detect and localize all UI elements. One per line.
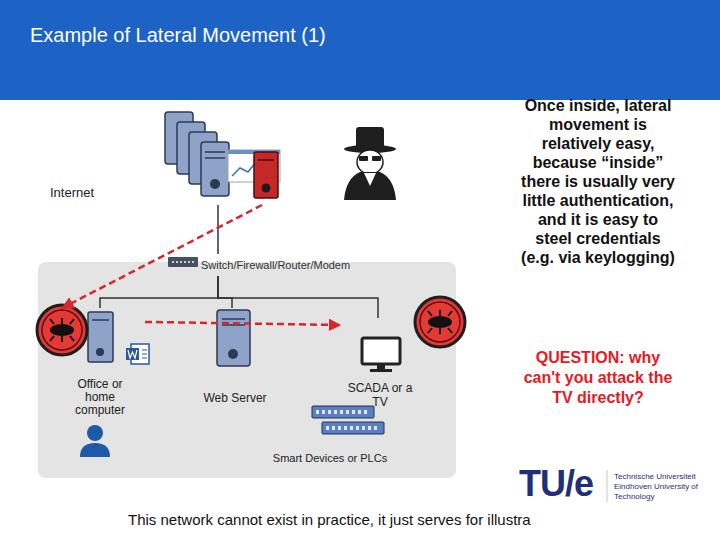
malware-ring (420, 302, 460, 342)
internal-network-area (38, 262, 456, 478)
server-slot (205, 157, 225, 159)
word-badge (126, 348, 139, 360)
scada-tv: SCADA or a TV (340, 318, 420, 410)
collar (364, 173, 376, 186)
node-label: Internet (50, 185, 94, 200)
node-label: Office or home computer (65, 378, 135, 417)
document-line (142, 358, 147, 359)
web-server-icon (217, 310, 250, 366)
internet-zone: Internet (45, 105, 405, 205)
coat (344, 172, 396, 200)
bug-legs (50, 318, 74, 342)
malware-badge (37, 305, 87, 355)
server-slot (222, 324, 245, 326)
plc-devices: Smart Devices or PLCs (260, 402, 400, 468)
face (357, 150, 383, 174)
explanation-note: Once inside, lateral movement is relativ… (520, 96, 676, 267)
server-tower (217, 310, 250, 366)
node-label: SCADA or a TV (345, 381, 415, 409)
server-slot (222, 318, 245, 320)
plc-icons (312, 406, 384, 434)
logo-university-name: Technische Universiteit Eindhoven Univer… (614, 472, 714, 502)
document-line (142, 350, 147, 351)
tower-button (96, 348, 104, 356)
monitor-screen (362, 338, 400, 364)
plc-rack (322, 422, 384, 434)
network-cable (100, 276, 218, 308)
office-computer: Office or home computer (55, 308, 145, 458)
user-body (80, 443, 110, 457)
footer-caption: This network cannot exist in practice, i… (128, 511, 531, 528)
logo-wordmark: TU/e (519, 464, 593, 504)
attack-path-arrow (62, 205, 262, 308)
word-mark (128, 350, 137, 358)
network-switch: Switch/Firewall/Router/Modem (165, 254, 360, 276)
user-head (87, 425, 103, 441)
node-label: Smart Devices or PLCs (260, 452, 400, 464)
red-server (254, 152, 278, 198)
tower-slot (92, 319, 109, 321)
slide-title: Example of Lateral Movement (1) (30, 24, 326, 47)
plc-modules (316, 410, 370, 414)
malware-badge (415, 297, 465, 347)
network-cable (218, 276, 232, 308)
server-stack (165, 112, 229, 196)
bug-body (428, 316, 452, 328)
monitor-base (370, 369, 392, 372)
switch-body (168, 257, 198, 267)
node-label: Web Server (195, 391, 275, 405)
server-button (210, 179, 220, 189)
user-icon (80, 425, 110, 457)
attack-path-arrow (145, 322, 340, 325)
office-computer-icon (88, 312, 149, 364)
bug-legs (428, 310, 452, 334)
malware-circle (37, 305, 87, 355)
server-slot (205, 151, 225, 153)
document-line (142, 354, 147, 355)
plc-rack (312, 406, 374, 418)
computer-tower (88, 312, 113, 362)
server-icon (201, 142, 229, 196)
switch-icon (168, 257, 198, 267)
tv-monitor-icon (362, 338, 400, 372)
switch-ports (172, 261, 194, 263)
node-label: Switch/Firewall/Router/Modem (201, 259, 350, 271)
plc-modules (326, 426, 380, 430)
malware-circle (415, 297, 465, 347)
glasses (372, 156, 381, 161)
bug-body (50, 324, 74, 336)
malware-ring (42, 310, 82, 350)
network-cable (217, 205, 219, 254)
question-note: QUESTION: why can't you attack the TV di… (520, 348, 676, 408)
logo-divider (607, 470, 608, 502)
glasses (359, 156, 368, 161)
server-slot (258, 159, 274, 161)
hacker-figure (344, 127, 396, 200)
server-button (228, 349, 238, 359)
header-band (0, 0, 720, 100)
network-cable (218, 276, 378, 318)
server-button (262, 184, 271, 193)
attacker-server (254, 152, 278, 198)
web-server: Web Server (195, 308, 275, 408)
